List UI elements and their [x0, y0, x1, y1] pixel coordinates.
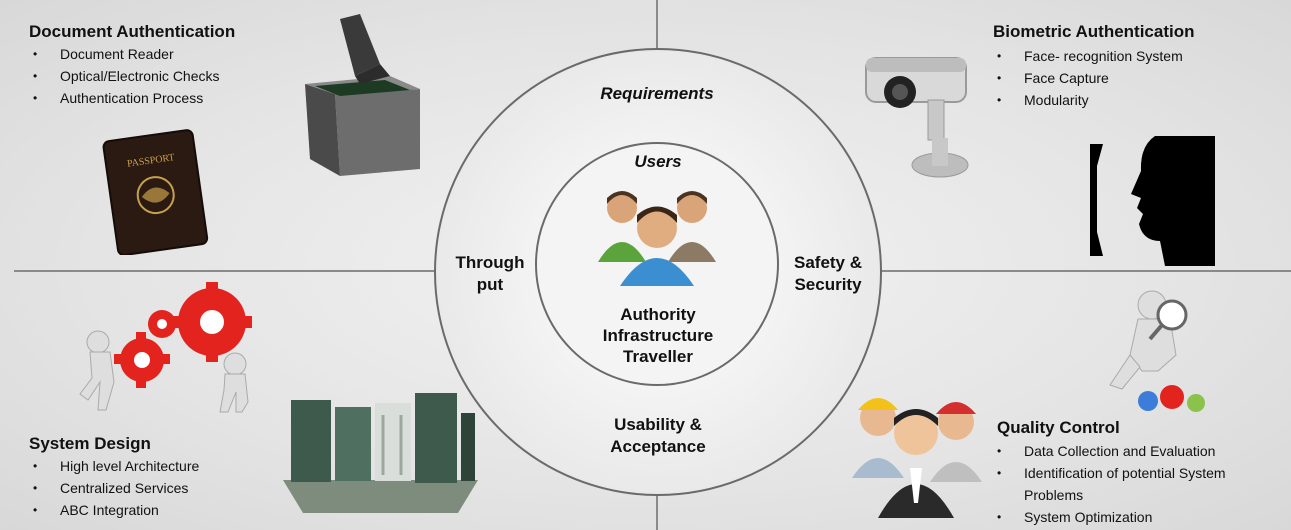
camera-icon [865, 57, 969, 178]
users-label: Users [634, 152, 682, 171]
user-types-label: Authority Infrastructure Traveller [577, 304, 739, 367]
list-item: Optical/Electronic Checks [29, 65, 220, 87]
usability-acceptance-label: Usability & Acceptance [583, 414, 733, 458]
list-item: Document Reader [29, 43, 220, 65]
usability-line: Usability & [614, 415, 702, 434]
throughput-label: Through put [440, 252, 540, 296]
biometric-auth-title: Biometric Authentication [993, 22, 1195, 41]
list-item: Modularity [993, 89, 1183, 111]
document-auth-title: Document Authentication [29, 22, 236, 41]
magnifier-figure-image [1109, 290, 1205, 412]
gears-figure-image [79, 282, 252, 413]
list-item: Data Collection and Evaluation [993, 440, 1288, 462]
throughput-line: put [476, 275, 504, 294]
safety-security-line: Security [794, 275, 862, 294]
safety-security-line: Safety & [793, 253, 863, 272]
usability-line: Acceptance [610, 437, 706, 456]
system-design-list: High level Architecture Centralized Serv… [29, 455, 199, 521]
list-item: ABC Integration [29, 499, 199, 521]
face-silhouette-icon [1090, 136, 1215, 266]
list-item: Face Capture [993, 67, 1183, 89]
document-reader-image [305, 14, 420, 176]
safety-security-label: Safety & Security [778, 252, 878, 296]
system-design-title: System Design [29, 434, 151, 453]
server-racks-image [283, 393, 478, 513]
workers-image [852, 398, 982, 518]
document-auth-list: Document Reader Optical/Electronic Check… [29, 43, 220, 109]
list-item: Authentication Process [29, 87, 220, 109]
list-item: High level Architecture [29, 455, 199, 477]
quality-control-title: Quality Control [997, 418, 1120, 437]
throughput-line: Through [455, 253, 525, 272]
list-item: System Optimization [993, 506, 1288, 528]
users-icon [598, 191, 716, 286]
user-type-line: Infrastructure [602, 326, 714, 345]
list-item: Identification of potential System Probl… [993, 462, 1288, 506]
quality-control-list: Data Collection and Evaluation Identific… [993, 440, 1288, 528]
passport-image: PASSPORT [102, 129, 209, 255]
biometric-auth-list: Face- recognition System Face Capture Mo… [993, 45, 1183, 111]
user-type-line: Authority [620, 305, 696, 324]
list-item: Centralized Services [29, 477, 199, 499]
list-item: Face- recognition System [993, 45, 1183, 67]
user-type-line: Traveller [623, 347, 693, 366]
requirements-label: Requirements [600, 84, 714, 103]
